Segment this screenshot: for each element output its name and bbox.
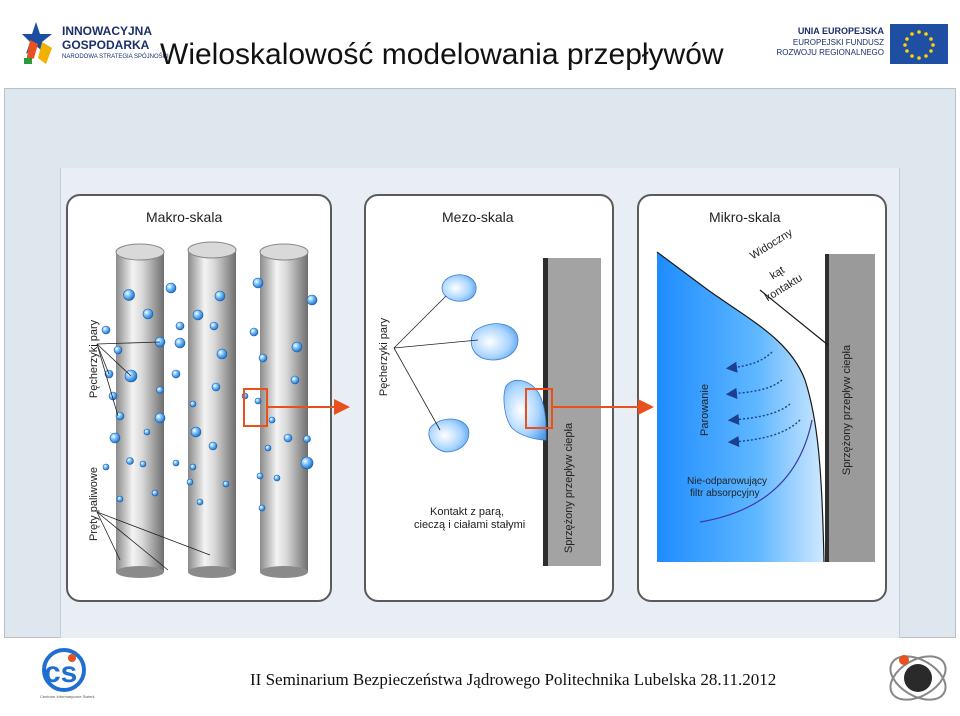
meso-bubbles-label: Pęcherzyki pary	[378, 317, 390, 397]
logo-line-3: NARODOWA STRATEGIA SPÓJNOŚCI	[62, 54, 169, 60]
evaporation-arrows	[725, 351, 801, 448]
contact-label-line-1: Kontakt z parą,	[430, 506, 504, 518]
logo-line-2: GOSPODARKA	[62, 38, 150, 52]
eu-line-3: ROZWOJU REGIONALNEGO	[776, 48, 884, 57]
meso-wall-edge	[543, 258, 548, 566]
contact-label-line-2: cieczą i ciałami stałymi	[414, 519, 526, 531]
meso-bubbles	[428, 274, 547, 453]
page-title: Wieloskalowość modelowania przepływów	[160, 38, 724, 71]
micro-liquid-region	[657, 252, 824, 562]
meso-pointer-lines	[393, 295, 479, 431]
cis-logo-caption: Centrum Informatyczne Świerk	[40, 694, 95, 699]
fuel-rod-2	[187, 241, 237, 578]
macro-scale-title: Makro-skala	[146, 209, 223, 225]
micro-heated-wall	[828, 254, 875, 562]
filter-label-line-1: Nie-odparowujący	[687, 476, 768, 487]
cis-logo: cs	[42, 648, 86, 692]
filter-label-line-2: filtr absorpcyjny	[690, 488, 760, 499]
eu-logo: UNIA EUROPEJSKA EUROPEJSKI FUNDUSZ ROZWO…	[776, 24, 950, 68]
macro-pointer-lines	[96, 341, 211, 571]
micro-wall-edge	[825, 254, 829, 562]
contact-angle-line	[759, 289, 829, 346]
evaporation-label: Parowanie	[699, 384, 711, 436]
micro-interface-line	[656, 251, 825, 563]
eu-line-2: EUROPEJSKI FUNDUSZ	[792, 38, 884, 47]
meso-heat-label: Sprzężony przepływ ciepła	[563, 422, 575, 554]
eu-line-1: UNIA EUROPEJSKA	[797, 26, 884, 36]
meso-scale-title: Mezo-skala	[442, 209, 514, 225]
ncbj-logo	[889, 655, 947, 701]
innovative-economy-logo: INNOWACYJNA GOSPODARKA NARODOWA STRATEGI…	[22, 18, 169, 68]
meso-zoom-box	[525, 388, 553, 429]
fuel-rod-1	[115, 243, 165, 578]
footer-seminar-text: II Seminarium Bezpieczeństwa Jądrowego P…	[250, 670, 777, 689]
fuel-rod-3	[259, 243, 309, 578]
macro-zoom-box	[243, 388, 268, 427]
meso-heated-wall	[547, 258, 601, 566]
eu-flag-icon	[890, 24, 948, 64]
macro-bubbles-label: Pęcherzyki pary	[88, 319, 100, 399]
logo-line-1: INNOWACYJNA	[62, 24, 153, 38]
micro-scale-title: Mikro-skala	[709, 209, 781, 225]
micro-heat-label: Sprzężony przepływ ciepła	[841, 344, 853, 476]
star-logo-icon	[22, 22, 52, 64]
absorption-filter-curve	[699, 419, 813, 523]
fuel-rods-label: Pręty paliwowe	[88, 467, 100, 541]
